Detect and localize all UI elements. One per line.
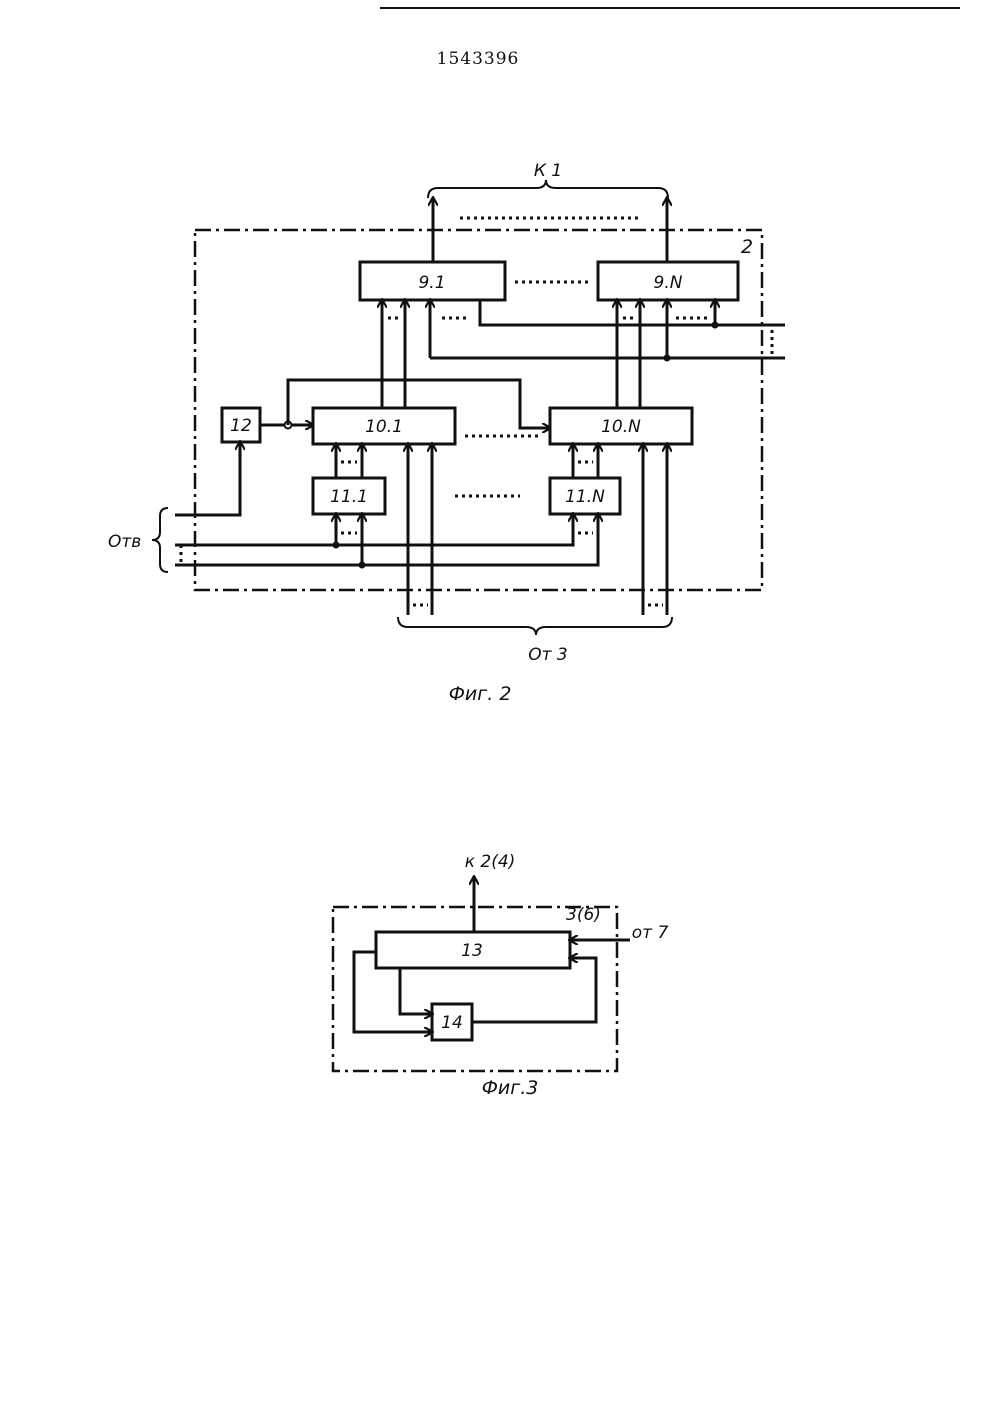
- bottom-brace: [398, 617, 672, 635]
- fig2-frame-label: 2: [741, 236, 753, 258]
- block-14-label: 14: [441, 1013, 463, 1033]
- junction-9n-b: [664, 355, 671, 362]
- top-brace: [428, 180, 668, 198]
- patent-number: 1543396: [437, 49, 520, 69]
- block-9-n-label: 9.N: [654, 273, 683, 293]
- junction-11-1-b: [359, 562, 366, 569]
- arrow-13-14-a: [400, 968, 432, 1014]
- fig2-caption: Фиг. 2: [449, 683, 512, 705]
- bottom-label: От 3: [528, 645, 568, 665]
- input-to-12: [175, 442, 240, 515]
- junction-9n-a: [712, 322, 719, 329]
- block-13-label: 13: [461, 941, 483, 961]
- block-11-n-label: 11.N: [565, 487, 605, 507]
- fig3-frame-label: 3(6): [566, 905, 601, 925]
- fig3-caption: Фиг.3: [482, 1077, 539, 1099]
- block-11-1-label: 11.1: [330, 487, 368, 507]
- block-9-1-label: 9.1: [418, 273, 445, 293]
- bus-line-a: [480, 300, 785, 325]
- block-10-1-label: 10.1: [365, 417, 403, 437]
- fig3-output-label: к 2(4): [465, 852, 516, 872]
- left-label: Отв: [108, 532, 141, 552]
- left-brace: [152, 508, 168, 572]
- block-12-label: 12: [230, 416, 252, 436]
- block-10-n-label: 10.N: [601, 417, 641, 437]
- input-line-1: [175, 514, 573, 545]
- junction-11-1-a: [333, 542, 340, 549]
- figure-3: 3(6) к 2(4) 13 от 7 14 Фиг.3: [333, 852, 668, 1099]
- figure-2: 2 К 1 9.1 9.N 12: [108, 161, 785, 705]
- input-line-2: [175, 514, 598, 565]
- top-label: К 1: [534, 161, 562, 181]
- fig3-input-label: от 7: [632, 923, 669, 943]
